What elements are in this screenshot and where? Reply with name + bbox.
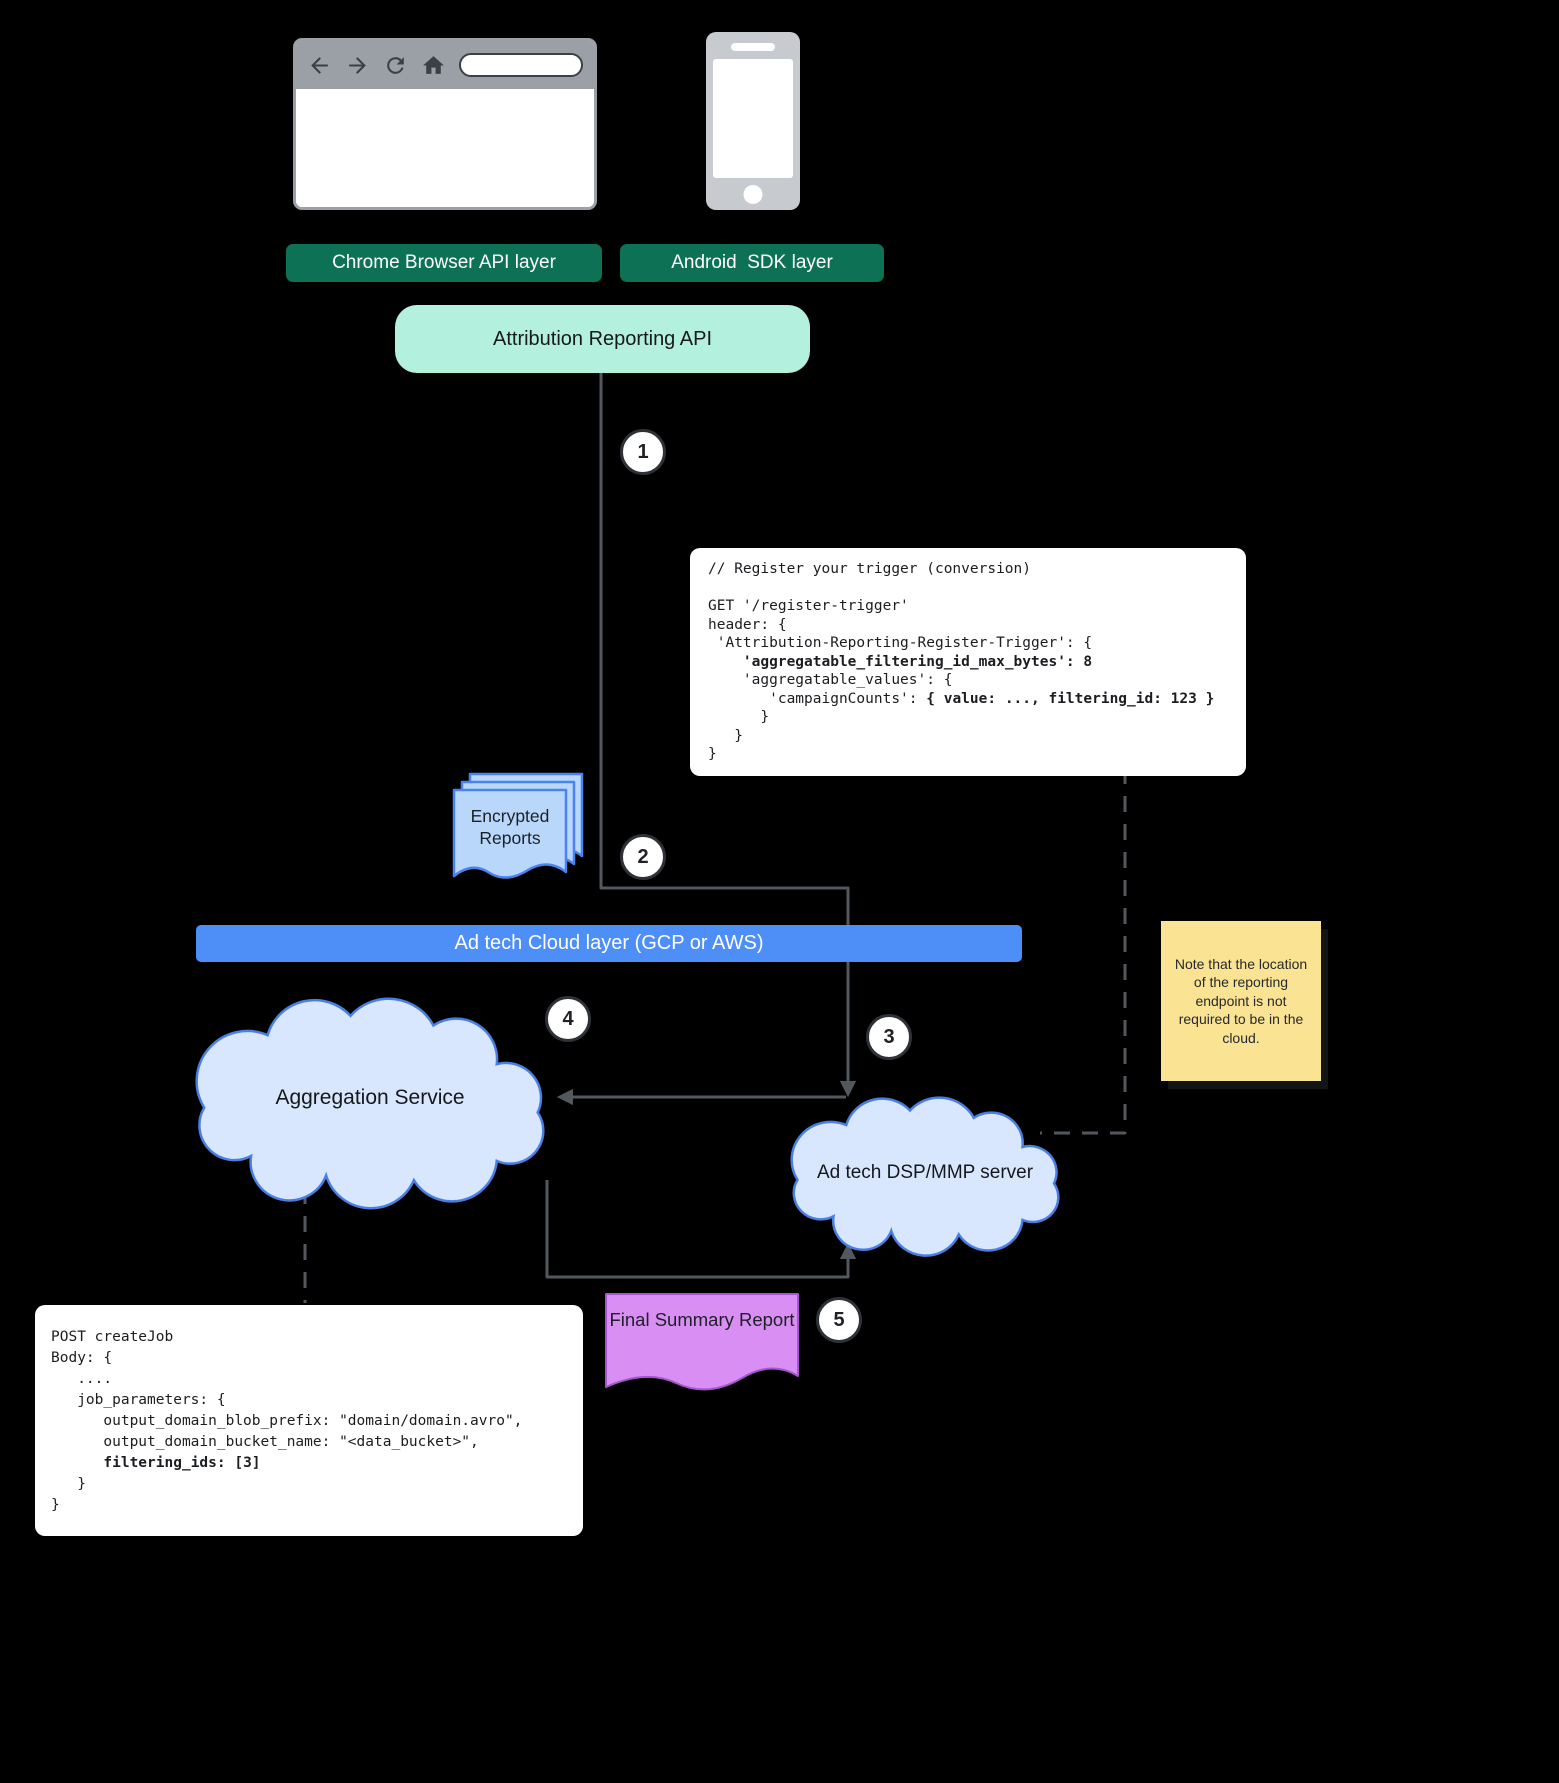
chrome-browser-api-layer-label: Chrome Browser API layer (286, 244, 602, 282)
adtech-dsp-mmp-server-cloud: Ad tech DSP/MMP server (775, 1085, 1075, 1260)
step-3-badge: 3 (866, 1014, 912, 1060)
step-2-badge: 2 (620, 834, 666, 880)
address-bar (459, 53, 583, 77)
aggregation-service-label: Aggregation Service (275, 1086, 465, 1109)
code-line: output_domain_blob_prefix: "domain/domai… (51, 1413, 523, 1429)
home-icon (421, 53, 446, 78)
step-5-badge: 5 (816, 1297, 862, 1343)
aggregation-service-cloud: Aggregation Service (175, 982, 565, 1214)
code-line: } (51, 1476, 86, 1492)
final-summary-report-icon: Final Summary Report (604, 1292, 800, 1400)
cloud-shape (175, 982, 565, 1214)
android-phone-illustration (706, 32, 800, 210)
forward-icon (345, 53, 370, 78)
code-line: POST createJob (51, 1329, 174, 1345)
code-line: 'Attribution-Reporting-Register-Trigger'… (708, 635, 1093, 651)
browser-toolbar (296, 41, 594, 89)
code-line: 'aggregatable_filtering_id_max_bytes': 8 (742, 653, 1093, 670)
code-line: Body: { (51, 1350, 113, 1366)
cloud-shape (775, 1085, 1075, 1260)
code-line: filtering_ids: [3] (103, 1455, 261, 1471)
code-line: } (708, 709, 770, 725)
code-line: job_parameters: { (51, 1392, 226, 1408)
refresh-icon (383, 53, 408, 78)
code-line: } (708, 746, 717, 762)
attribution-reporting-api-box: Attribution Reporting API (395, 305, 810, 373)
code-line: header: { (708, 616, 787, 633)
code-line: .... (51, 1371, 113, 1387)
reporting-endpoint-note: Note that the location of the reporting … (1161, 921, 1321, 1081)
encrypted-reports-label: Encrypted Reports (470, 806, 550, 848)
code-line: 'aggregatable_values': { (708, 672, 953, 688)
final-summary-report-label: Final Summary Report (609, 1309, 795, 1330)
step-4-badge: 4 (545, 996, 591, 1042)
code-line: output_domain_bucket_name: "<data_bucket… (51, 1434, 479, 1450)
encrypted-reports-pages (452, 772, 584, 879)
phone-speaker (731, 43, 775, 51)
connector-code-to-dsp-dashed (1040, 768, 1127, 1135)
phone-screen (713, 59, 793, 178)
code-line: } (708, 727, 743, 744)
back-icon (307, 53, 332, 78)
code-line: GET '/register-trigger' (708, 598, 909, 614)
step-1-badge: 1 (620, 429, 666, 475)
register-trigger-code-block: // Register your trigger (conversion) GE… (690, 548, 1246, 776)
encrypted-reports-icon: Encrypted Reports (452, 772, 586, 906)
code-line: 'campaignCounts': { value: ..., filterin… (708, 690, 1215, 707)
adtech-cloud-layer-bar: Ad tech Cloud layer (GCP or AWS) (196, 925, 1022, 962)
code-line: // Register your trigger (conversion) (708, 561, 1032, 577)
phone-home-button (743, 185, 763, 204)
code-line: } (51, 1497, 60, 1513)
code-line (708, 579, 1228, 598)
note-text: Note that the location of the reporting … (1174, 955, 1308, 1046)
adtech-dsp-mmp-server-label: Ad tech DSP/MMP server (816, 1161, 1034, 1183)
browser-window-illustration (293, 38, 597, 210)
android-sdk-layer-label: Android SDK layer (620, 244, 884, 282)
final-summary-report-page (605, 1293, 799, 1391)
